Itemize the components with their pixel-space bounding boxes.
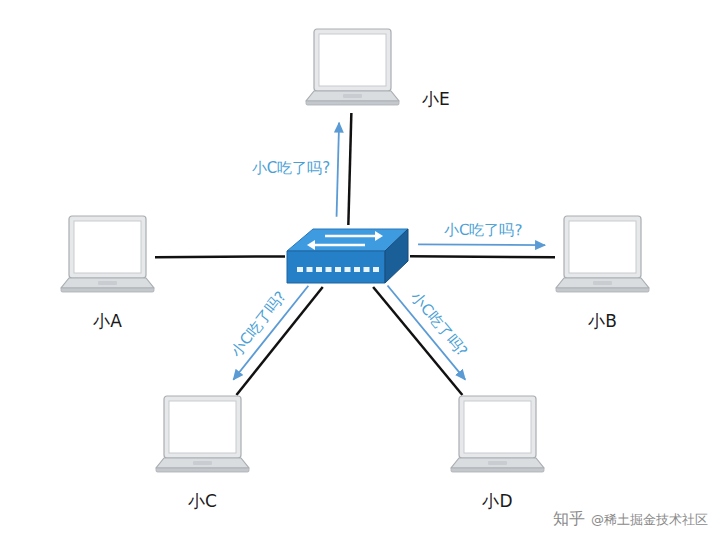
computer-node: 小D [450,395,545,480]
switch-node [285,225,410,287]
computer-name: 小B [588,310,617,333]
laptop-icon [555,215,650,300]
laptop-icon [155,395,250,480]
computer-node: 小B [555,215,650,300]
message-label: 小C吃了吗? [252,159,330,177]
computer-name: 小D [482,490,512,513]
switch-icon [285,225,410,287]
network-cable [410,244,555,257]
laptop-icon [60,215,155,300]
computer-name: 小E [422,88,450,111]
message-label: 小C吃了吗? [227,288,290,361]
laptop-icon [450,395,545,480]
watermark-text: @稀土掘金技术社区 [591,511,708,529]
computer-name: 小A [93,310,122,333]
computer-node: 小E [305,28,400,113]
computer-node: 小A [60,215,155,300]
cable-line [410,255,555,258]
message-label: 小C吃了吗? [444,221,523,239]
cable-line [348,113,351,225]
watermark-text: 知乎 [553,509,585,530]
network-cable [337,113,352,225]
message-arrow [337,123,340,217]
computer-node: 小C [155,395,250,480]
watermark: 知乎 @稀土掘金技术社区 [553,509,708,530]
computer-name: 小C [188,490,217,513]
message-arrow [418,244,545,247]
network-cable [155,256,285,258]
cable-line [155,255,285,258]
laptop-icon [305,28,400,113]
